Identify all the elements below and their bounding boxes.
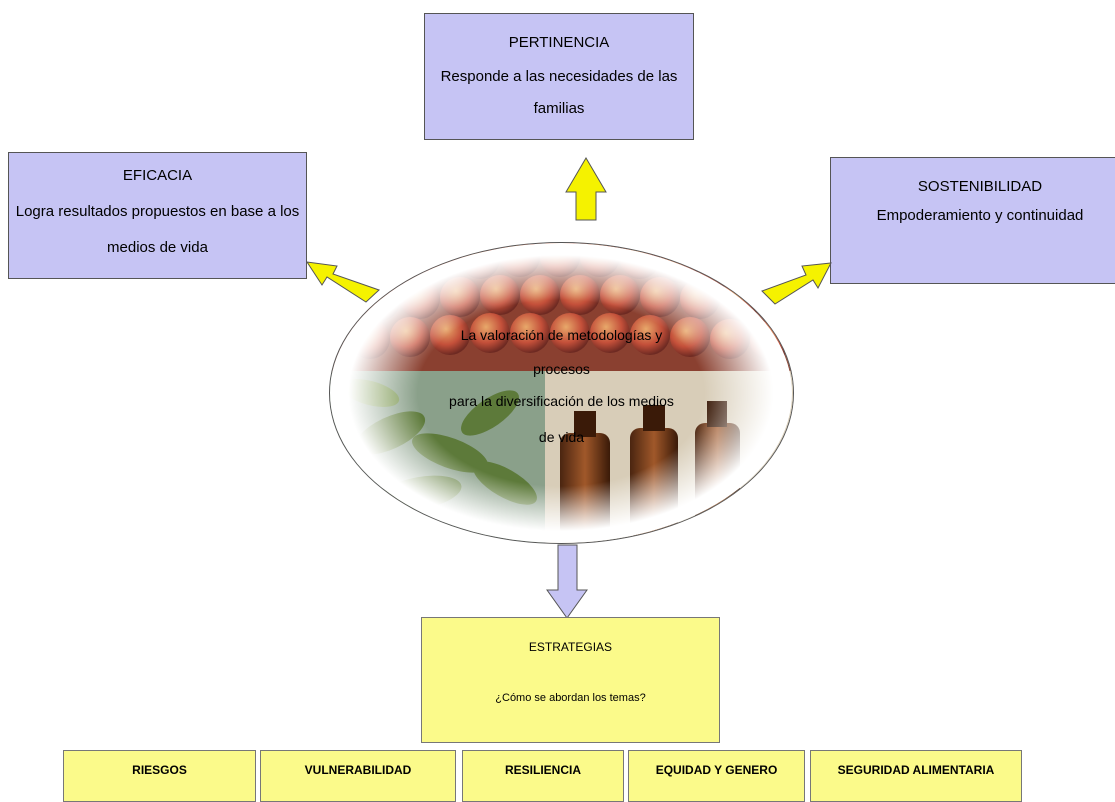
pertinencia-box: PERTINENCIA Responde a las necesidades d… bbox=[424, 13, 694, 140]
eficacia-desc: Logra resultados propuestos en base a lo… bbox=[15, 203, 300, 256]
estrategias-box: ESTRATEGIAS ¿Cómo se abordan los temas? bbox=[421, 617, 720, 743]
center-text-line2: procesos bbox=[533, 361, 590, 377]
center-photo bbox=[330, 243, 793, 543]
eficacia-box: EFICACIA Logra resultados propuestos en … bbox=[8, 152, 307, 279]
theme-riesgos: RIESGOS bbox=[63, 750, 256, 802]
theme-equidad-y-genero: EQUIDAD Y GENERO bbox=[628, 750, 805, 802]
theme-seguridad-alimentaria: SEGURIDAD ALIMENTARIA bbox=[810, 750, 1022, 802]
pertinencia-desc: Responde a las necesidades de las famili… bbox=[440, 68, 678, 117]
pertinencia-title: PERTINENCIA bbox=[508, 34, 610, 51]
arrow-up-pertinencia bbox=[565, 157, 607, 221]
center-text-line3: para la diversificación de los medios bbox=[449, 393, 674, 409]
estrategias-question: ¿Cómo se abordan los temas? bbox=[495, 692, 646, 704]
arrow-down-estrategias bbox=[546, 544, 588, 619]
eficacia-title: EFICACIA bbox=[122, 167, 193, 184]
sostenibilidad-title: SOSTENIBILIDAD bbox=[917, 178, 1043, 195]
theme-resiliencia: RESILIENCIA bbox=[462, 750, 624, 802]
estrategias-title: ESTRATEGIAS bbox=[528, 640, 613, 654]
center-text-line1: La valoración de metodologías y bbox=[460, 327, 663, 343]
center-ellipse: La valoración de metodologías y procesos… bbox=[329, 242, 794, 544]
sostenibilidad-desc: Empoderamiento y continuidad bbox=[876, 207, 1084, 224]
sostenibilidad-box: SOSTENIBILIDAD Empoderamiento y continui… bbox=[830, 157, 1115, 284]
center-text-line4: de vida bbox=[538, 429, 585, 445]
theme-vulnerabilidad: VULNERABILIDAD bbox=[260, 750, 456, 802]
